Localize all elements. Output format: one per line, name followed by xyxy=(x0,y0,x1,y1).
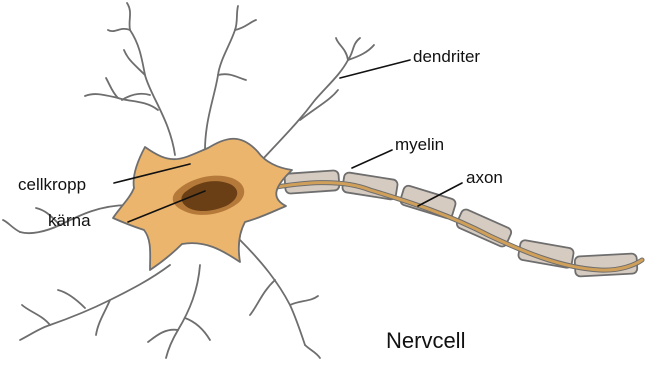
label-axon: axon xyxy=(466,168,503,187)
leader-line-myelin xyxy=(352,150,392,168)
diagram-title: Nervcell xyxy=(386,328,465,353)
label-cell-body: cellkropp xyxy=(18,175,86,194)
leader-line-dendrites xyxy=(340,60,410,78)
label-nucleus: kärna xyxy=(48,211,91,230)
label-dendrites: dendriter xyxy=(413,47,480,66)
label-myelin: myelin xyxy=(395,135,444,154)
